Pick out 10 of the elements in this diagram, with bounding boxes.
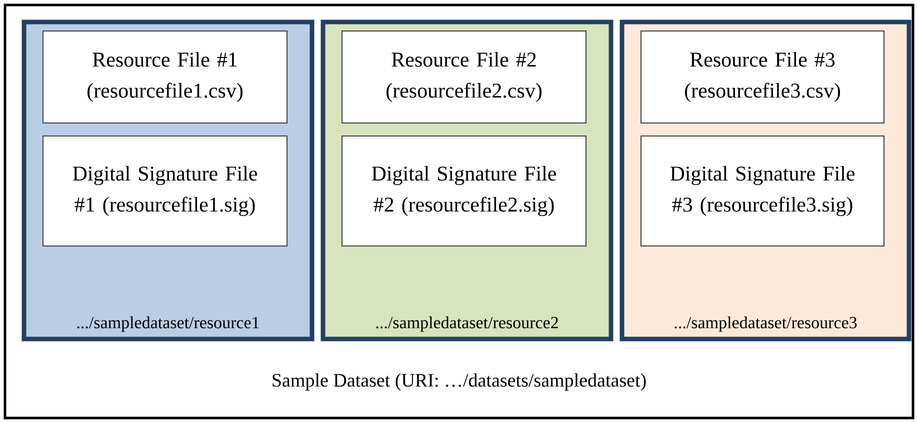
path-label: .../sampledataset/resource3 xyxy=(674,316,857,332)
file-box: Resource File #2 (resourcefile2.csv) xyxy=(342,30,586,124)
file-box: Digital Signature File #1 (resourcefile1.sig) xyxy=(42,136,288,246)
path-label: .../sampledataset/resource1 xyxy=(77,316,259,332)
file-box: Resource File #1 (resourcefile1.csv) xyxy=(42,30,288,124)
file-box: Digital Signature File #3 (resourcefile3.sig) xyxy=(640,136,884,246)
file-box: Resource File #3 (resourcefile3.csv) xyxy=(640,30,884,124)
path-label: .../sampledataset/resource2 xyxy=(376,316,558,332)
file-box: Digital Signature File #2 (resourcefile2.sig) xyxy=(342,136,586,246)
frame-label: Sample Dataset (URI: …/datasets/sampledataset) xyxy=(272,373,646,391)
